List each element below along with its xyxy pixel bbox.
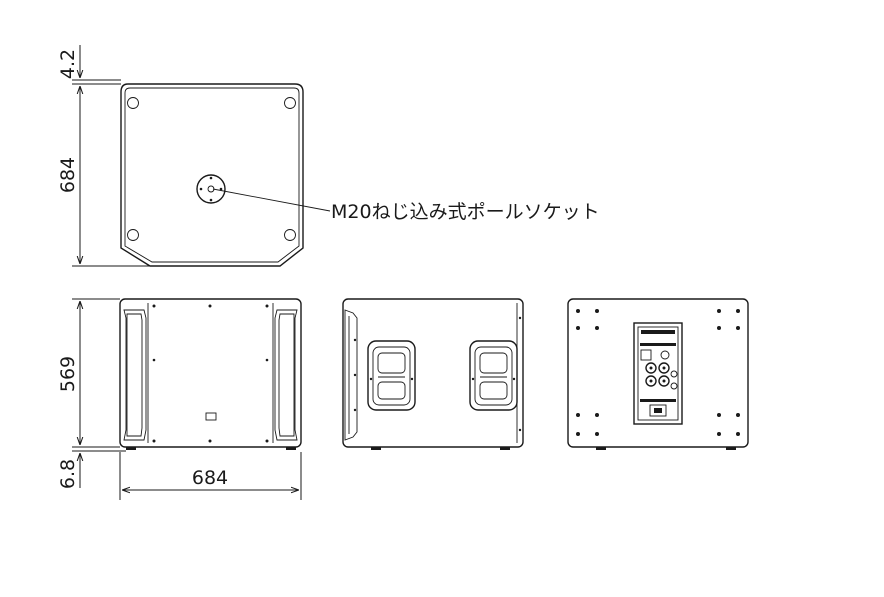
side-handle-left [367, 340, 416, 411]
pole-socket-label: M20ねじ込み式ポールソケット [331, 201, 600, 223]
foot [596, 447, 606, 450]
pole-socket [196, 174, 226, 204]
rear-view [567, 298, 749, 450]
top-corner-hole [127, 229, 139, 241]
front-height-dimension: 569 [57, 356, 79, 392]
xlr-connectors [645, 362, 670, 387]
side-handle-right [469, 340, 518, 411]
top-corner-hole [127, 97, 139, 109]
top-corner-hole [284, 97, 296, 109]
foot [500, 447, 510, 450]
top-view-dimensions [72, 45, 150, 267]
logo-badge [205, 412, 217, 421]
top-corner-hole [284, 229, 296, 241]
side-view [342, 298, 524, 450]
front-width-dimension: 684 [192, 467, 228, 489]
left-handle-rail [123, 309, 147, 441]
foot [126, 447, 136, 450]
front-view-dimensions [72, 298, 302, 500]
foot [726, 447, 736, 450]
right-handle-rail [274, 309, 298, 441]
power-inlet [649, 404, 667, 417]
top-gap-dimension: 4.2 [57, 49, 79, 79]
front-view [119, 298, 302, 450]
amplifier-panel [633, 322, 683, 425]
top-depth-dimension: 684 [57, 157, 79, 193]
foot [286, 447, 296, 450]
foot-height-dimension: 6.8 [57, 459, 79, 489]
top-view [120, 83, 331, 267]
foot [371, 447, 381, 450]
leader-line [212, 188, 331, 212]
side-rail [344, 309, 358, 441]
rear-bolts [576, 309, 740, 436]
